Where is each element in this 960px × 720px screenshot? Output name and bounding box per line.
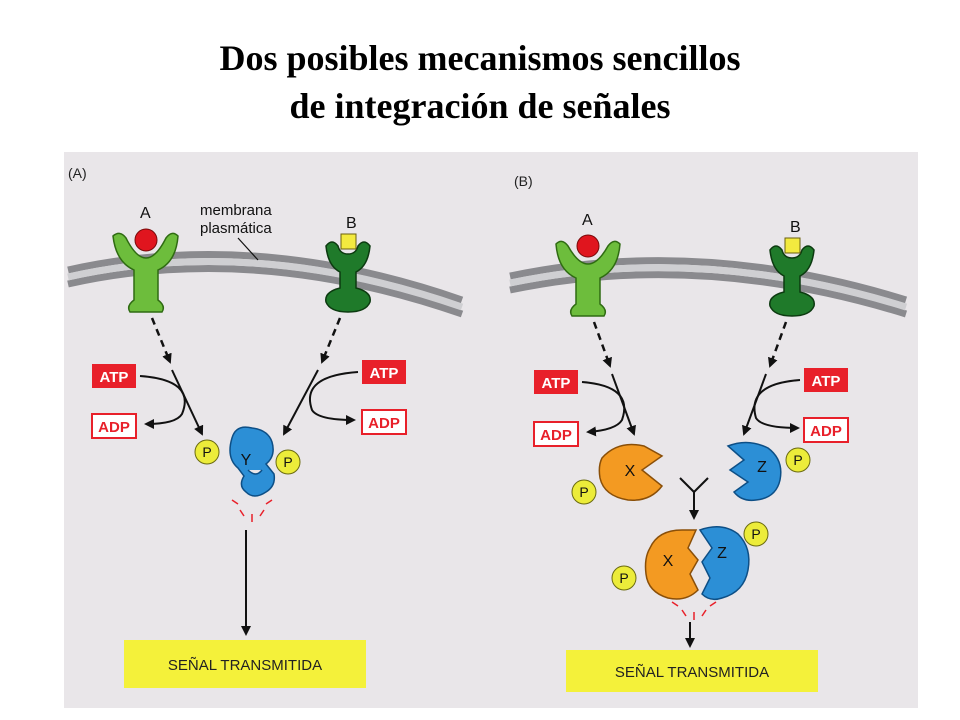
adp-box-right-b	[803, 417, 849, 443]
phosphate-z-label: P	[793, 452, 802, 468]
panel-b-label: (B)	[514, 173, 533, 189]
title-line-1: Dos posibles mecanismos sencillos	[219, 38, 741, 78]
protein-z-shape	[726, 441, 782, 502]
protein-x-shape	[598, 443, 664, 501]
membrane-label-line-1: membrana	[200, 202, 272, 219]
adp-label-right-b: ADP	[810, 423, 842, 440]
phosphate-right	[275, 449, 301, 475]
receptor-b-label-b: B	[790, 219, 801, 236]
complex-x-shape	[644, 529, 699, 600]
ligand-a-circle	[134, 228, 158, 252]
atp-box-left-b	[534, 370, 578, 394]
phosphate-left-label: P	[202, 444, 211, 460]
activation-rays-y	[231, 499, 273, 522]
panel-a-membrane	[67, 251, 464, 318]
complex-phosphate-z-label: P	[751, 526, 760, 542]
slide-title: Dos posibles mecanismos sencillos de int…	[0, 34, 960, 130]
phosphate-x	[571, 479, 597, 505]
receptor-a-signal-arrow-b	[592, 321, 612, 368]
panel-b: (B) A B ATP ADP ATP ADP X	[509, 173, 908, 692]
binding-merge-arrows	[679, 477, 709, 520]
phosphate-z	[785, 447, 811, 473]
receptor-b-label: B	[346, 215, 357, 232]
atp-label-left: ATP	[100, 369, 129, 386]
atp-to-adp-arrow-right	[309, 371, 359, 425]
protein-y-label: Y	[241, 452, 252, 469]
complex-phosphate-x	[611, 565, 637, 591]
signal-label-a: SEÑAL TRANSMITIDA	[168, 657, 322, 674]
phosphate-x-label: P	[579, 484, 588, 500]
adp-label-left: ADP	[98, 419, 130, 436]
atp-to-adp-arrow-right-b	[753, 379, 801, 433]
left-path-arrow	[171, 369, 204, 436]
title-line-2: de integración de señales	[289, 86, 671, 126]
atp-box-right-b	[804, 368, 848, 392]
adp-label-right: ADP	[368, 415, 400, 432]
membrane-label-pointer	[237, 237, 259, 261]
ligand-b-square	[340, 233, 357, 250]
adp-label-left-b: ADP	[540, 427, 572, 444]
phosphate-right-label: P	[283, 454, 292, 470]
protein-z-label: Z	[757, 459, 767, 476]
panel-a-label: (A)	[68, 165, 87, 181]
receptor-b-shape-b	[769, 245, 815, 317]
atp-label-right-b: ATP	[812, 373, 841, 390]
figure-background	[64, 152, 918, 708]
activation-rays-xz	[671, 601, 717, 620]
receptor-b-shape	[325, 241, 371, 313]
atp-label-left-b: ATP	[542, 375, 571, 392]
ligand-b-square-b	[784, 237, 801, 254]
complex-z-label: Z	[717, 545, 727, 562]
panel-a: (A) membrana plasmática A B ATP ADP ATP	[67, 165, 464, 688]
right-path-arrow	[283, 369, 319, 436]
receptor-b-signal-arrow	[320, 317, 342, 364]
receptor-a-signal-arrow	[150, 317, 172, 364]
atp-to-adp-arrow-left-b	[581, 381, 626, 437]
complex-phosphate-z	[743, 521, 769, 547]
panel-b-membrane	[509, 257, 908, 318]
signal-box-b	[566, 650, 818, 692]
protein-x-label: X	[625, 463, 636, 480]
complex-phosphate-x-label: P	[619, 570, 628, 586]
protein-y-shape	[229, 426, 276, 497]
adp-box-left-b	[533, 421, 579, 447]
ligand-a-circle-b	[576, 234, 600, 258]
receptor-a-shape-b	[555, 240, 621, 317]
membrane-label-line-2: plasmática	[200, 220, 272, 237]
signal-box-a	[124, 640, 366, 688]
adp-box-left	[91, 413, 137, 439]
receptor-a-label-b: A	[582, 212, 593, 229]
signal-label-b: SEÑAL TRANSMITIDA	[615, 664, 769, 681]
complex-z-shape	[698, 526, 750, 601]
receptor-b-signal-arrow-b	[768, 321, 788, 368]
atp-to-adp-arrow-left	[139, 375, 186, 429]
receptor-a-label: A	[140, 205, 151, 222]
adp-box-right	[361, 409, 407, 435]
atp-box-left	[92, 364, 136, 388]
phosphate-left	[194, 439, 220, 465]
complex-x-label: X	[663, 553, 674, 570]
receptor-a-shape	[112, 232, 179, 313]
atp-label-right: ATP	[370, 365, 399, 382]
atp-box-right	[362, 360, 406, 384]
